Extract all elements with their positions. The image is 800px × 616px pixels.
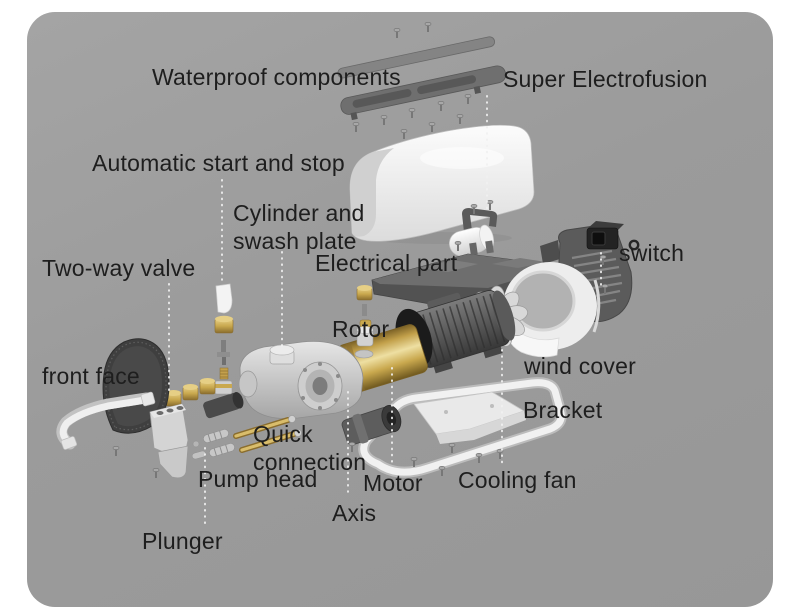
power-switch-part	[586, 221, 640, 251]
capacitor-clamp-part	[462, 208, 498, 232]
leader-lines-layer	[168, 95, 602, 525]
housing-shell-part	[349, 124, 535, 244]
diagram-panel	[27, 12, 773, 607]
motor-body-part	[409, 290, 516, 374]
valve-manifold-part	[149, 403, 207, 479]
carry-handle-part	[56, 391, 156, 450]
auto-stop-valve-stack-part	[214, 283, 234, 395]
bracket-saddle-part	[413, 391, 526, 444]
pump-head-body-part	[203, 341, 374, 419]
screws-group	[112, 21, 609, 479]
waterproof-panels-part	[337, 36, 507, 121]
wind-cover-part	[503, 262, 601, 358]
check-valves-part	[165, 378, 216, 407]
plungers-part	[203, 415, 302, 457]
outlet-fitting-stack-part	[356, 285, 374, 347]
